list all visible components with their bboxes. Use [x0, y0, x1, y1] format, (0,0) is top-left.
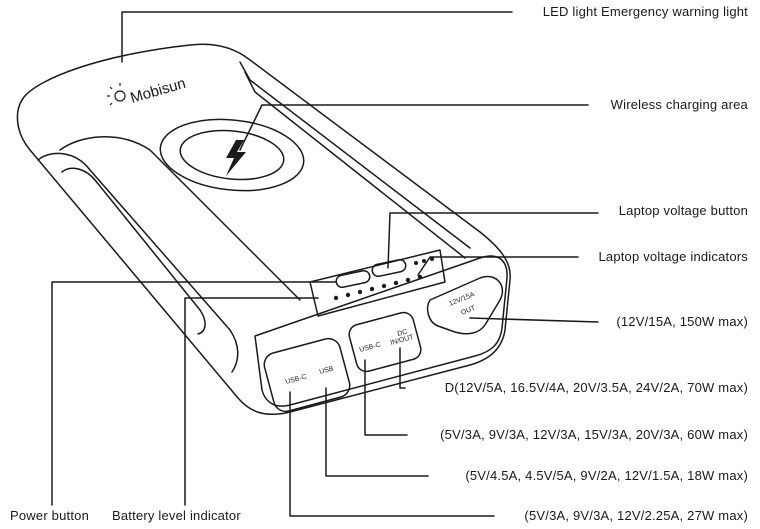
- port-label-usb: USB: [319, 365, 335, 376]
- front-face-edge: [59, 136, 301, 301]
- right-ridge: [239, 61, 471, 249]
- left-face: [37, 152, 239, 373]
- callout-led: [121, 11, 513, 63]
- wireless-pad-outer: [159, 118, 305, 192]
- left-panel: [61, 167, 206, 335]
- port-label-usbc-2: USB-C: [359, 342, 382, 354]
- callout-battery: [184, 297, 319, 506]
- wireless-pad-inner: [179, 129, 285, 181]
- label-dc-port: D(12V/5A, 16.5V/4A, 20V/3.5A, 24V/2A, 70…: [444, 380, 748, 395]
- laptop-voltage-indicators: [414, 257, 434, 265]
- label-12v-out: (12V/15A, 150W max): [616, 314, 748, 329]
- laptop-voltage-button[interactable]: [371, 258, 407, 278]
- label-led-light: LED light Emergency warning light: [542, 4, 748, 19]
- callout-usbc-left: [289, 391, 495, 517]
- lightning-icon: [226, 140, 246, 176]
- callout-usbc-right: [364, 359, 408, 436]
- end-face: [254, 255, 508, 407]
- port-usbc-usb: [263, 337, 351, 413]
- brand-name: Mobisun: [128, 75, 187, 107]
- callout-usb: [325, 387, 429, 477]
- label-laptop-voltage-indicators: Laptop voltage indicators: [598, 249, 748, 264]
- label-battery-level-indicator: Battery level indicator: [112, 508, 241, 523]
- callout-laptop-indicators: [417, 256, 579, 276]
- brand-logo-icon: [107, 83, 126, 106]
- callout-12v: [469, 317, 599, 323]
- label-usbc-left: (5V/3A, 9V/3A, 12V/2.25A, 27W max): [524, 508, 748, 523]
- device-body: [16, 43, 511, 416]
- port-label-out-2: OUT: [460, 305, 477, 317]
- battery-level-indicator: [333, 274, 423, 301]
- callout-power: [51, 281, 337, 506]
- label-power-button: Power button: [10, 508, 90, 523]
- callout-wireless: [239, 104, 589, 151]
- power-button[interactable]: [335, 269, 371, 289]
- callout-dc: [399, 347, 406, 389]
- label-usb: (5V/4.5A, 4.5V/5A, 9V/2A, 12V/1.5A, 18W …: [465, 468, 748, 483]
- label-usbc-right: (5V/3A, 9V/3A, 12V/3A, 15V/3A, 20V/3A, 6…: [440, 427, 748, 442]
- port-12v-out: [426, 275, 504, 335]
- port-label-usbc-1: USB-C: [285, 374, 308, 386]
- port-label-dc-2: IN/OUT: [390, 334, 415, 347]
- label-laptop-voltage-button: Laptop voltage button: [618, 203, 748, 218]
- label-wireless-charging: Wireless charging area: [610, 97, 748, 112]
- port-usbc-dc: [348, 311, 422, 373]
- port-label-dc-1: DC: [397, 329, 409, 338]
- callout-laptop-button: [387, 212, 599, 269]
